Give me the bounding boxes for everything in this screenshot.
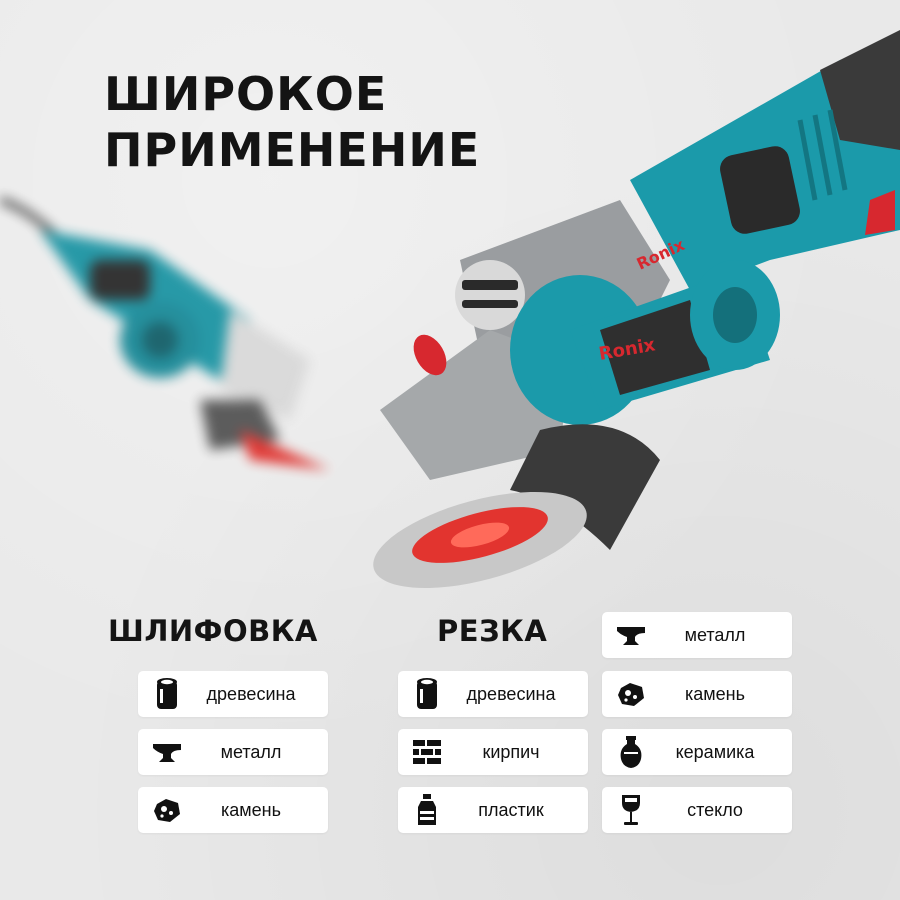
grinding-item-wood: древесина bbox=[138, 671, 328, 717]
cutting-item-plastic: пластик bbox=[398, 787, 588, 833]
stone-icon bbox=[614, 677, 648, 711]
cutting-item-label: металл bbox=[684, 624, 746, 645]
cutting-item-glass: стекло bbox=[602, 787, 792, 833]
anvil-icon bbox=[614, 618, 648, 652]
wine-glass-icon bbox=[614, 793, 648, 827]
grinding-item-label: металл bbox=[220, 741, 282, 762]
bottle-icon bbox=[410, 793, 444, 827]
vase-icon bbox=[614, 735, 648, 769]
cutting-item-wood: древесина bbox=[398, 671, 588, 717]
anvil-icon bbox=[150, 735, 184, 769]
headline-line-2: ПРИМЕНЕНИЕ bbox=[104, 123, 481, 177]
headline-line-1: ШИРОКОЕ bbox=[104, 67, 388, 121]
wood-log-icon bbox=[410, 677, 444, 711]
angle-grinder-image: Ronix Ronix bbox=[373, 30, 900, 588]
cutting-item-stone: камень bbox=[602, 671, 792, 717]
cutting-item-label: керамика bbox=[675, 741, 755, 762]
stone-icon bbox=[150, 793, 184, 827]
grinding-item-label: камень bbox=[221, 799, 281, 820]
cutting-item-metal: металл bbox=[602, 612, 792, 658]
cutting-title: РЕЗКА bbox=[437, 614, 548, 648]
brick-icon bbox=[410, 735, 444, 769]
blurred-angle-grinder-image bbox=[0, 197, 330, 470]
grinding-item-metal: металл bbox=[138, 729, 328, 775]
cutting-item-label: кирпич bbox=[482, 741, 540, 762]
wood-log-icon bbox=[150, 677, 184, 711]
cutting-item-label: пластик bbox=[478, 799, 544, 820]
cutting-item-ceramics: керамика bbox=[602, 729, 792, 775]
headline: ШИРОКОЕ ПРИМЕНЕНИЕ bbox=[104, 66, 480, 178]
grinding-item-label: древесина bbox=[206, 683, 296, 704]
grinding-item-stone: камень bbox=[138, 787, 328, 833]
cutting-item-brick: кирпич bbox=[398, 729, 588, 775]
cutting-item-label: камень bbox=[685, 683, 745, 704]
grinding-title: ШЛИФОВКА bbox=[108, 614, 318, 648]
cutting-item-label: стекло bbox=[687, 799, 743, 820]
cutting-item-label: древесина bbox=[466, 683, 556, 704]
